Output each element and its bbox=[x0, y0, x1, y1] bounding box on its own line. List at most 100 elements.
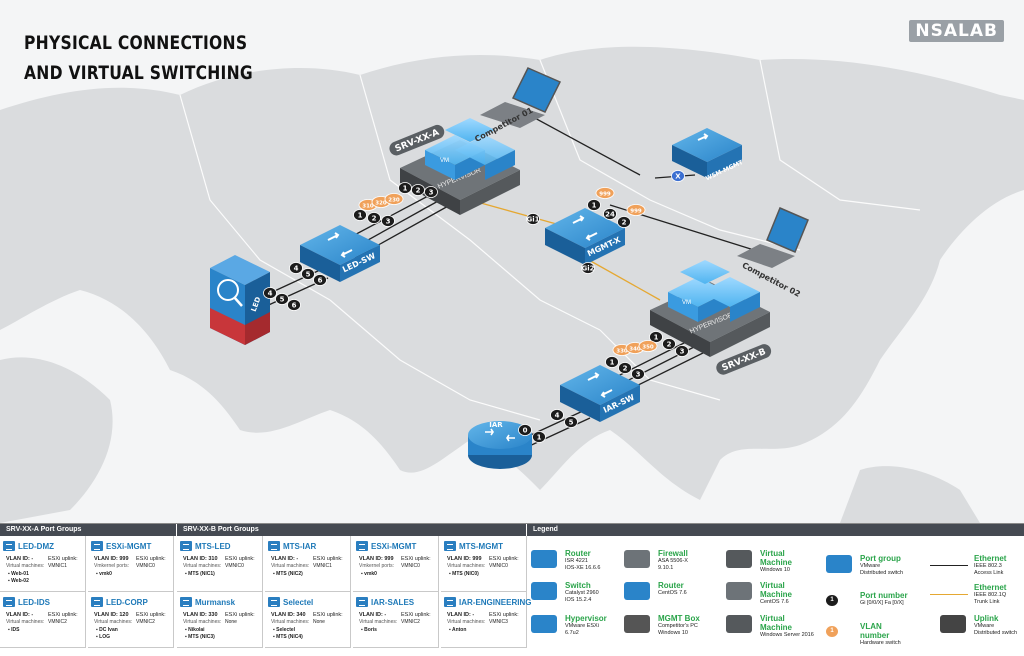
vlan-id: VLAN ID: 120 bbox=[94, 612, 129, 618]
port-badge-iarsw-up: 3 bbox=[631, 368, 645, 380]
port-badge-mgmt-24: 24 bbox=[603, 208, 617, 220]
port-badge-srv-b: 1 bbox=[649, 331, 663, 343]
port-badge-gi1: Gi1 bbox=[526, 213, 540, 225]
legend-symbol bbox=[726, 582, 752, 600]
svg-text:5: 5 bbox=[306, 271, 311, 279]
port-badge-ledsw-up: 3 bbox=[381, 215, 395, 227]
port-badge-gi2: Gi2 bbox=[581, 262, 595, 274]
svg-text:4: 4 bbox=[268, 290, 273, 298]
svg-text:5: 5 bbox=[569, 419, 574, 427]
uplink-caption: ESXi uplink: bbox=[401, 556, 431, 562]
vm-caption: Virtual machines: bbox=[94, 619, 133, 625]
svg-text:6: 6 bbox=[318, 277, 323, 285]
vlan-id: VLAN ID: 340 bbox=[271, 612, 306, 618]
legend-panel: SRV-XX-A Port Groups SRV-XX-B Port Group… bbox=[0, 523, 1024, 656]
legend-header: Legend bbox=[527, 524, 1024, 536]
legend-symbol: 1 bbox=[826, 626, 838, 637]
port-group-icon bbox=[180, 597, 192, 607]
port-group-name: ESXi-MGMT bbox=[106, 541, 152, 551]
port-group-header: LED-IDS bbox=[3, 596, 50, 608]
port-group-name: MTS-MGMT bbox=[459, 541, 503, 551]
svg-text:3: 3 bbox=[429, 189, 434, 197]
svg-text:6: 6 bbox=[292, 302, 297, 310]
vlan-id: VLAN ID: 999 bbox=[447, 556, 482, 562]
svg-text:310: 310 bbox=[362, 204, 374, 210]
srv-a-vm-label: VM bbox=[440, 158, 449, 164]
srv-b-port-groups-header: SRV-XX-B Port Groups bbox=[177, 524, 526, 536]
uplink-caption: ESXi uplink: bbox=[48, 612, 78, 618]
port-badge-iarsw: 4 bbox=[550, 409, 564, 421]
vm-entry: ▪ vmk0 bbox=[361, 571, 377, 577]
svg-text:320: 320 bbox=[375, 201, 387, 207]
port-group-icon bbox=[268, 541, 280, 551]
port-badge-srv-b: 2 bbox=[662, 338, 676, 350]
legend-symbol bbox=[624, 550, 650, 568]
vm-entry: ▪ Web-02 bbox=[8, 578, 29, 584]
legend-symbol bbox=[624, 582, 650, 600]
vm-caption: Virtual machines: bbox=[447, 563, 486, 569]
vm-entry: ▪ LOG bbox=[96, 634, 110, 640]
vm-caption: Virtual machines: bbox=[271, 563, 310, 569]
svg-text:330: 330 bbox=[616, 349, 628, 355]
wsm-mgmt-switch[interactable]: WSM-MGMT bbox=[672, 128, 745, 182]
port-badge-ledsw: 5 bbox=[301, 268, 315, 280]
srv-b-hypervisor[interactable]: HYPERVISOR VM SRV-XX-B bbox=[650, 260, 773, 377]
svg-text:1: 1 bbox=[358, 212, 363, 220]
port-group-name: Murmansk bbox=[195, 597, 236, 607]
uplink-value: VMNIC0 bbox=[401, 563, 420, 569]
iar-router[interactable]: IAR bbox=[468, 421, 532, 469]
legend-symbol: 1 bbox=[826, 595, 838, 606]
svg-text:2: 2 bbox=[622, 219, 627, 227]
svg-text:1: 1 bbox=[654, 334, 659, 342]
legend-symbol bbox=[940, 615, 966, 633]
iar-sw-switch[interactable]: IAR-SW bbox=[560, 365, 640, 422]
vm-caption: Virtual machines: bbox=[6, 563, 45, 569]
vm-entry: ▪ Nikolai bbox=[185, 627, 205, 633]
port-group-header: ESXi-MGMT bbox=[91, 540, 151, 552]
vm-caption: Virtual machines: bbox=[359, 619, 398, 625]
svg-text:999: 999 bbox=[630, 209, 642, 215]
led-firewall[interactable]: LED bbox=[210, 255, 270, 345]
port-group-header: MTS-LED bbox=[180, 540, 231, 552]
port-group-header: MTS-IAR bbox=[268, 540, 316, 552]
port-group-name: LED-IDS bbox=[18, 597, 50, 607]
port-group-icon bbox=[3, 541, 15, 551]
uplink-value: None bbox=[225, 619, 237, 625]
srv-a-port-groups-header: SRV-XX-A Port Groups bbox=[0, 524, 176, 536]
vm-caption: Virtual machines: bbox=[183, 563, 222, 569]
uplink-caption: ESXi uplink: bbox=[225, 556, 255, 562]
port-group-name: IAR-SALES bbox=[371, 597, 415, 607]
vm-entry: ▪ DC Ivan bbox=[96, 627, 118, 633]
port-badge-ledsw: 4 bbox=[289, 262, 303, 274]
port-group-name: LED-CORP bbox=[106, 597, 148, 607]
title-line-2: AND VIRTUAL SWITCHING bbox=[24, 62, 253, 84]
port-group-name: Selectel bbox=[283, 597, 314, 607]
vlan-id: VLAN ID: - bbox=[271, 556, 299, 562]
vlan-badge-mgmt-2: 999 bbox=[626, 204, 646, 216]
uplink-caption: ESXi uplink: bbox=[136, 612, 166, 618]
vm-caption: Virtual machines: bbox=[271, 619, 310, 625]
port-group-name: MTS-IAR bbox=[283, 541, 317, 551]
legend-symbol bbox=[726, 615, 752, 633]
port-group-header: IAR-SALES bbox=[356, 596, 414, 608]
svg-text:0: 0 bbox=[523, 427, 528, 435]
